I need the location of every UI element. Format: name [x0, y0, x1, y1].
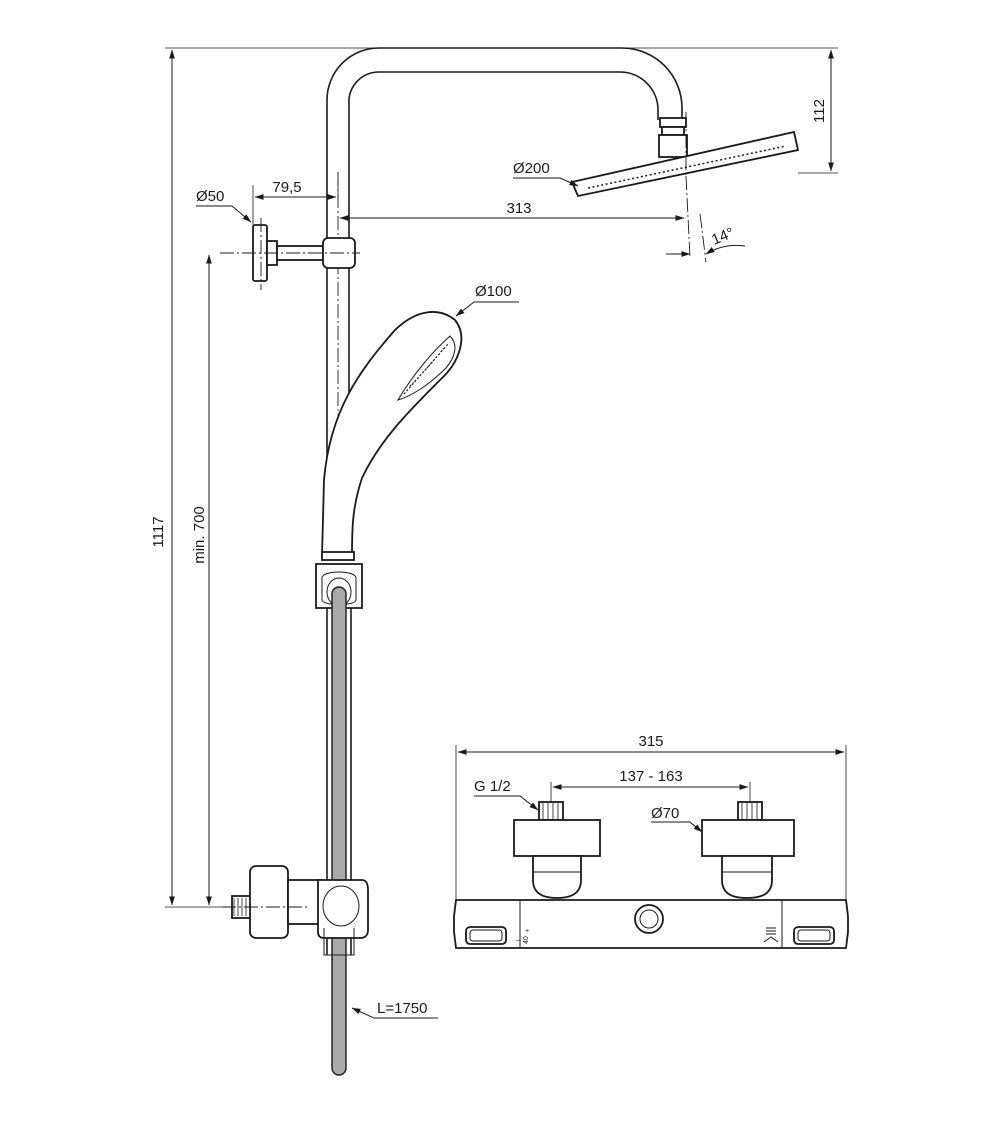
hand-shower-diameter-label: Ø100: [475, 283, 512, 300]
dimension-bracket: 79,5 Ø50: [196, 179, 339, 225]
total-height-label: 1117: [150, 516, 167, 547]
dimension-escutcheon: Ø70: [651, 805, 703, 833]
dimension-inlet-thread: G 1/2: [474, 778, 539, 811]
arm-reach-label: 313: [506, 200, 531, 217]
dimension-hand-shower: Ø100: [455, 283, 519, 317]
bottom-connector: [222, 865, 369, 956]
overhead-shower-head: [570, 112, 800, 263]
dimension-arm-reach: 313: [339, 200, 685, 221]
dimension-inlet-centres: 137 - 163: [550, 768, 751, 802]
dimension-mixer-width: 315: [455, 733, 847, 900]
head-diameter-label: Ø200: [513, 160, 550, 177]
inlet-centres-label: 137 - 163: [619, 768, 682, 785]
min-height-label: min. 700: [191, 506, 208, 564]
dimension-head-diameter: Ø200: [513, 160, 579, 187]
shower-hose: [331, 586, 347, 1076]
riser-pipe: [326, 47, 683, 560]
hand-shower: [321, 311, 463, 561]
hose-length-label: L=1750: [377, 1000, 427, 1017]
mixer-minus-sign: –: [516, 937, 520, 944]
dimension-head-angle: 14°: [666, 224, 746, 257]
dimension-total-height: 1117: [150, 47, 382, 908]
mixer-width-label: 315: [638, 733, 663, 750]
wall-bracket: [220, 218, 360, 290]
escutcheon-diameter-label: Ø70: [651, 805, 679, 822]
mixer-temperature-scale: 40: [523, 936, 530, 944]
bracket-diameter-label: Ø50: [196, 188, 224, 205]
dimension-hose-length: L=1750: [351, 1000, 438, 1019]
head-drop-label: 112: [811, 99, 828, 123]
sliding-holder: [315, 563, 363, 609]
inlet-thread-label: G 1/2: [474, 778, 511, 795]
dimension-head-drop: 112: [600, 47, 838, 174]
bracket-offset-label: 79,5: [272, 179, 301, 196]
mixer-plus-sign: +: [525, 928, 529, 935]
dimension-min-height: min. 700: [191, 254, 212, 906]
thermostatic-mixer: + 40 –: [453, 801, 849, 949]
